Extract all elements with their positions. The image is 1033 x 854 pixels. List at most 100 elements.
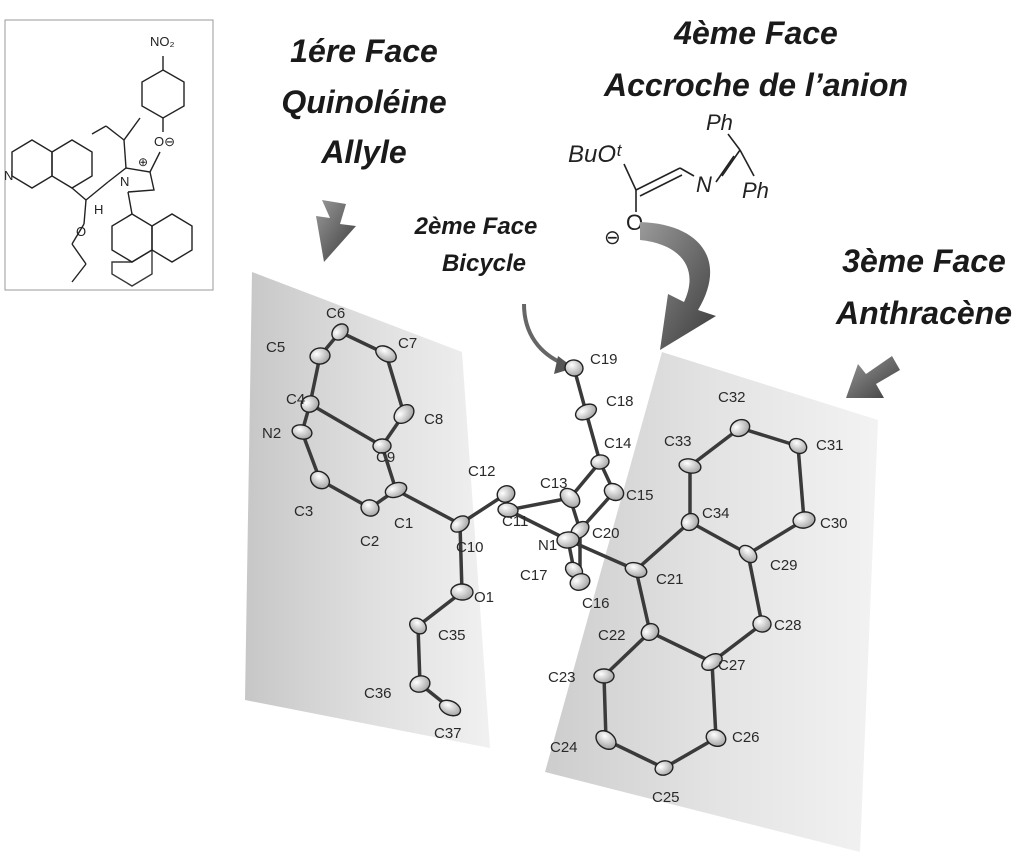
face1-line3: Allyle <box>320 134 406 170</box>
atom-c36 <box>409 675 431 693</box>
anion-o-label: O <box>626 210 643 235</box>
atom-c23 <box>593 668 615 684</box>
anion-structure: BuOᵗ N Ph Ph O ⊖ <box>568 110 769 249</box>
atom-label-c26: C26 <box>732 729 760 746</box>
inset-plus-charge: ⊕ <box>138 155 148 169</box>
atom-c25 <box>654 760 674 776</box>
inset-frame <box>4 19 214 291</box>
atom-label-c8: C8 <box>424 411 443 428</box>
atom-c4 <box>300 395 320 413</box>
atom-c33 <box>678 458 702 474</box>
face2-line2: Bicycle <box>442 250 526 277</box>
bond-c29-c34 <box>688 520 750 556</box>
atom-label-c20: C20 <box>592 525 620 542</box>
atom-c9 <box>372 438 392 454</box>
face3-title: 3ème Face Anthracène <box>835 243 1012 331</box>
atom-label-c1: C1 <box>394 515 413 532</box>
atom-label-c3: C3 <box>294 503 313 520</box>
inset-o-minus-label: O⊖ <box>154 134 175 149</box>
face1-arrow-icon <box>316 200 356 262</box>
inset-quinoline-n-label: N <box>4 168 13 183</box>
atom-label-n2: N2 <box>262 425 281 442</box>
atom-c1 <box>384 481 408 499</box>
atom-label-c25: C25 <box>652 789 680 806</box>
atom-label-c23: C23 <box>548 669 576 686</box>
molecule-atoms <box>291 323 816 776</box>
atom-c19 <box>564 359 584 377</box>
bond-c23-c24 <box>602 674 608 742</box>
atom-label-c16: C16 <box>582 595 610 612</box>
atom-label-c6: C6 <box>326 305 345 322</box>
atom-label-c7: C7 <box>398 335 417 352</box>
bond-c1-c10 <box>394 488 462 526</box>
atom-c24 <box>595 730 617 750</box>
atom-c11 <box>497 502 519 518</box>
atom-c5 <box>309 347 331 365</box>
bond-c26-c27 <box>710 660 718 740</box>
face4-title: 4ème Face Accroche de l’anion <box>603 15 908 103</box>
anion-ph-top-label: Ph <box>706 110 733 135</box>
bond-n1-c21 <box>566 538 638 572</box>
bond-c7-c8 <box>384 352 406 416</box>
atom-c10 <box>450 515 470 533</box>
atom-label-c36: C36 <box>364 685 392 702</box>
inset-no2-label: NO₂ <box>150 34 175 49</box>
atom-label-o1: O1 <box>474 589 494 606</box>
bond-c35-c36 <box>416 624 422 686</box>
atom-n2 <box>291 424 313 440</box>
inset-h-label: H <box>94 202 103 217</box>
atom-label-c2: C2 <box>360 533 379 550</box>
atom-c34 <box>680 512 700 532</box>
atom-c3 <box>309 470 331 490</box>
atom-label-n1: N1 <box>538 537 557 554</box>
bond-c22-c23 <box>602 630 652 678</box>
atom-label-c37: C37 <box>434 725 462 742</box>
atom-label-c19: C19 <box>590 351 618 368</box>
face3-arrow-icon <box>846 356 900 398</box>
face3-line1: 3ème Face <box>842 243 1006 279</box>
atom-label-c10: C10 <box>456 539 484 556</box>
atom-label-c24: C24 <box>550 739 578 756</box>
atom-c12 <box>496 485 516 503</box>
atom-label-c34: C34 <box>702 505 730 522</box>
face1-title: 1ére Face Quinoléine Allyle <box>281 33 446 170</box>
atom-label-c5: C5 <box>266 339 285 356</box>
anion-charge-label: ⊖ <box>604 227 621 249</box>
atom-label-c29: C29 <box>770 557 798 574</box>
atom-label-c35: C35 <box>438 627 466 644</box>
bond-c31-c32 <box>738 426 800 448</box>
atom-label-c15: C15 <box>626 487 654 504</box>
face3-line2: Anthracène <box>835 295 1012 331</box>
atom-c18 <box>574 403 598 421</box>
face4-line2: Accroche de l’anion <box>603 67 908 103</box>
face2-title: 2ème Face Bicycle <box>414 213 538 277</box>
bond-c21-c22 <box>634 568 652 634</box>
atom-c2 <box>360 499 380 517</box>
atom-label-c27: C27 <box>718 657 746 674</box>
atom-c37 <box>438 699 462 717</box>
bond-c21-c34 <box>634 520 692 572</box>
atom-label-c11: C11 <box>502 513 528 530</box>
atom-label-c12: C12 <box>468 463 496 480</box>
bond-c11-c13 <box>506 496 572 512</box>
atom-label-c17: C17 <box>520 567 548 584</box>
atom-c21 <box>624 561 648 579</box>
atom-c6 <box>331 323 349 341</box>
bond-c11-n1 <box>506 508 570 542</box>
atom-label-c14: C14 <box>604 435 632 452</box>
bond-c4-c9 <box>308 402 384 448</box>
face2-line1: 2ème Face <box>414 213 538 240</box>
atom-label-c13: C13 <box>540 475 568 492</box>
bond-c28-c29 <box>746 552 764 626</box>
inset-ammonium-n-label: N <box>120 174 129 189</box>
atom-c15 <box>603 482 625 502</box>
face4-curved-arrow-icon <box>640 222 716 350</box>
bond-c10-o1 <box>458 522 464 594</box>
bond-c27-c22 <box>648 630 714 664</box>
atom-label-c9: C9 <box>376 449 395 466</box>
atom-labels: C6 C5 C7 C4 N2 C8 C9 C3 C1 C2 C10 O1 C35… <box>262 305 848 806</box>
atom-c14 <box>590 454 610 470</box>
atom-label-c18: C18 <box>606 393 634 410</box>
atom-c32 <box>729 418 751 438</box>
